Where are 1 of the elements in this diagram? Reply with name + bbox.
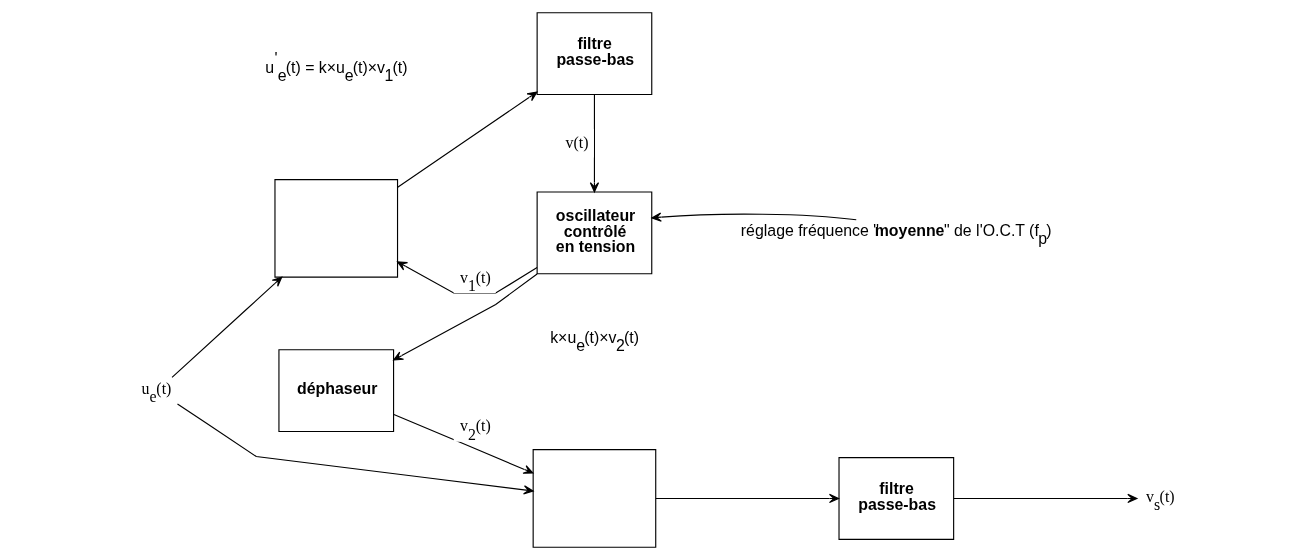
edge-label: v(t) [565, 134, 589, 152]
